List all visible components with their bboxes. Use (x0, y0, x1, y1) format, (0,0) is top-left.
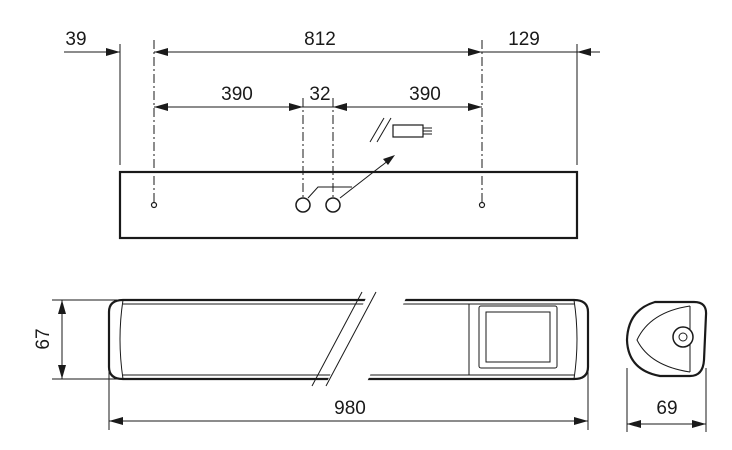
control-box-inner (485, 311, 551, 363)
dim-height-label: 67 (33, 328, 54, 349)
dim-width-label: 69 (656, 398, 677, 419)
arrowhead (154, 103, 168, 111)
break-symbol (311, 291, 407, 387)
cable-entry-2 (325, 197, 341, 213)
end-view-cable-core (678, 332, 688, 342)
dim-length-label: 980 (334, 398, 366, 419)
dim-gap-label: 32 (309, 84, 330, 105)
dim-mount-span-label: 812 (304, 29, 336, 50)
cable-icon (369, 117, 432, 143)
mounting-hole-left (150, 201, 158, 209)
dim-half-right-label: 390 (409, 84, 441, 105)
dim-right-offset-label: 129 (508, 29, 540, 50)
arrowhead (58, 300, 66, 314)
leader-arrowhead (383, 155, 395, 165)
arrowhead (289, 103, 303, 111)
leader-line-entry-1 (307, 186, 352, 199)
end-view: 69 (625, 300, 708, 432)
cable-entry-1 (295, 197, 311, 213)
end-cap-left (119, 299, 124, 380)
arrowhead (333, 103, 347, 111)
dim-left-offset-label: 39 (65, 29, 86, 50)
arrowhead (627, 420, 641, 428)
control-box-outer (478, 305, 558, 369)
arrowhead (692, 420, 706, 428)
end-view-cable-entry (672, 326, 694, 348)
leader-line-entry-2 (339, 159, 390, 199)
arrowhead (106, 48, 120, 56)
arrowhead (574, 417, 588, 425)
arrowhead (468, 48, 482, 56)
mounting-hole-right (478, 201, 486, 209)
arrowhead (468, 103, 482, 111)
arrowhead (58, 365, 66, 379)
end-cap-right (573, 299, 578, 380)
top-view: 39 812 129 390 32 390 (64, 29, 600, 240)
top-view-body (118, 170, 579, 240)
arrowhead (577, 48, 591, 56)
arrowhead (154, 48, 168, 56)
dim-half-left-label: 390 (221, 84, 253, 105)
arrowhead (109, 417, 123, 425)
end-view-body (625, 300, 708, 378)
front-view: 67 980 (33, 291, 590, 430)
